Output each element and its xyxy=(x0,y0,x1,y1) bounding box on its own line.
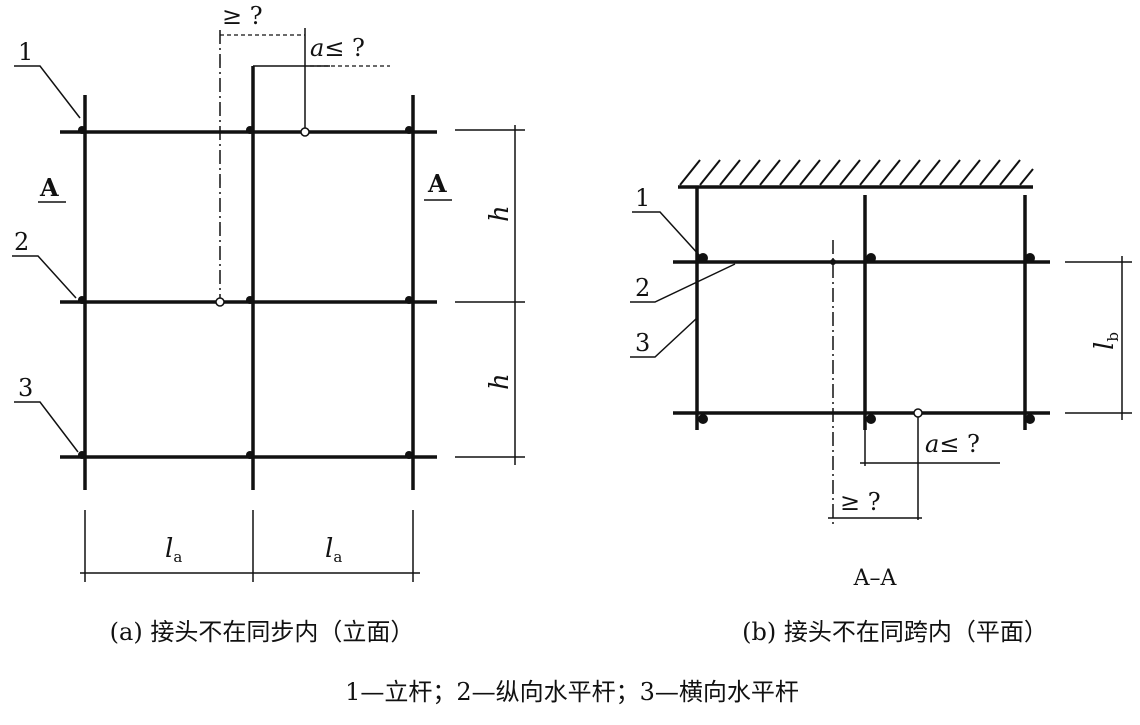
section-mark-right: A xyxy=(427,169,447,198)
min-spacing-label: ≥ ? xyxy=(222,2,263,30)
figure-b-plan: a≤ ? ≥ ? lb 1 2 3 A–A (b) 接头不在同跨内（平面） xyxy=(630,159,1132,646)
figure-a-elevation: ≥ ? a≤ ? h h la la A A 1 2 3 (a) 接头不在同步内… xyxy=(12,2,525,646)
la-label: la xyxy=(325,534,342,566)
ledgers xyxy=(60,130,437,459)
caption-b: (b) 接头不在同跨内（平面） xyxy=(742,618,1048,646)
la-label: la xyxy=(165,534,182,566)
label-2: 2 xyxy=(14,228,29,256)
min-spacing-label: ≥ ? xyxy=(840,488,881,516)
wall-hatch xyxy=(678,159,1034,189)
a-max-label: a≤ ? xyxy=(310,34,365,62)
lb-label: lb xyxy=(1090,332,1122,350)
label-1: 1 xyxy=(635,184,650,212)
label-2: 2 xyxy=(635,274,650,302)
butt-joint-open xyxy=(215,297,225,307)
label-3: 3 xyxy=(635,329,650,357)
butt-joint-open xyxy=(913,408,923,418)
label-3: 3 xyxy=(18,374,33,402)
section-mark-left: A xyxy=(39,173,59,202)
section-label: A–A xyxy=(853,566,898,591)
joint-dots xyxy=(78,126,413,459)
standards xyxy=(83,66,415,490)
label-1: 1 xyxy=(18,38,33,66)
a-max-label: a≤ ? xyxy=(925,430,980,458)
legend: 1—立杆；2—纵向水平杆；3—横向水平杆 xyxy=(345,678,799,706)
h-label: h xyxy=(485,373,515,390)
h-label: h xyxy=(485,205,515,222)
caption-a: (a) 接头不在同步内（立面） xyxy=(110,618,415,646)
butt-joint-open xyxy=(300,127,310,137)
